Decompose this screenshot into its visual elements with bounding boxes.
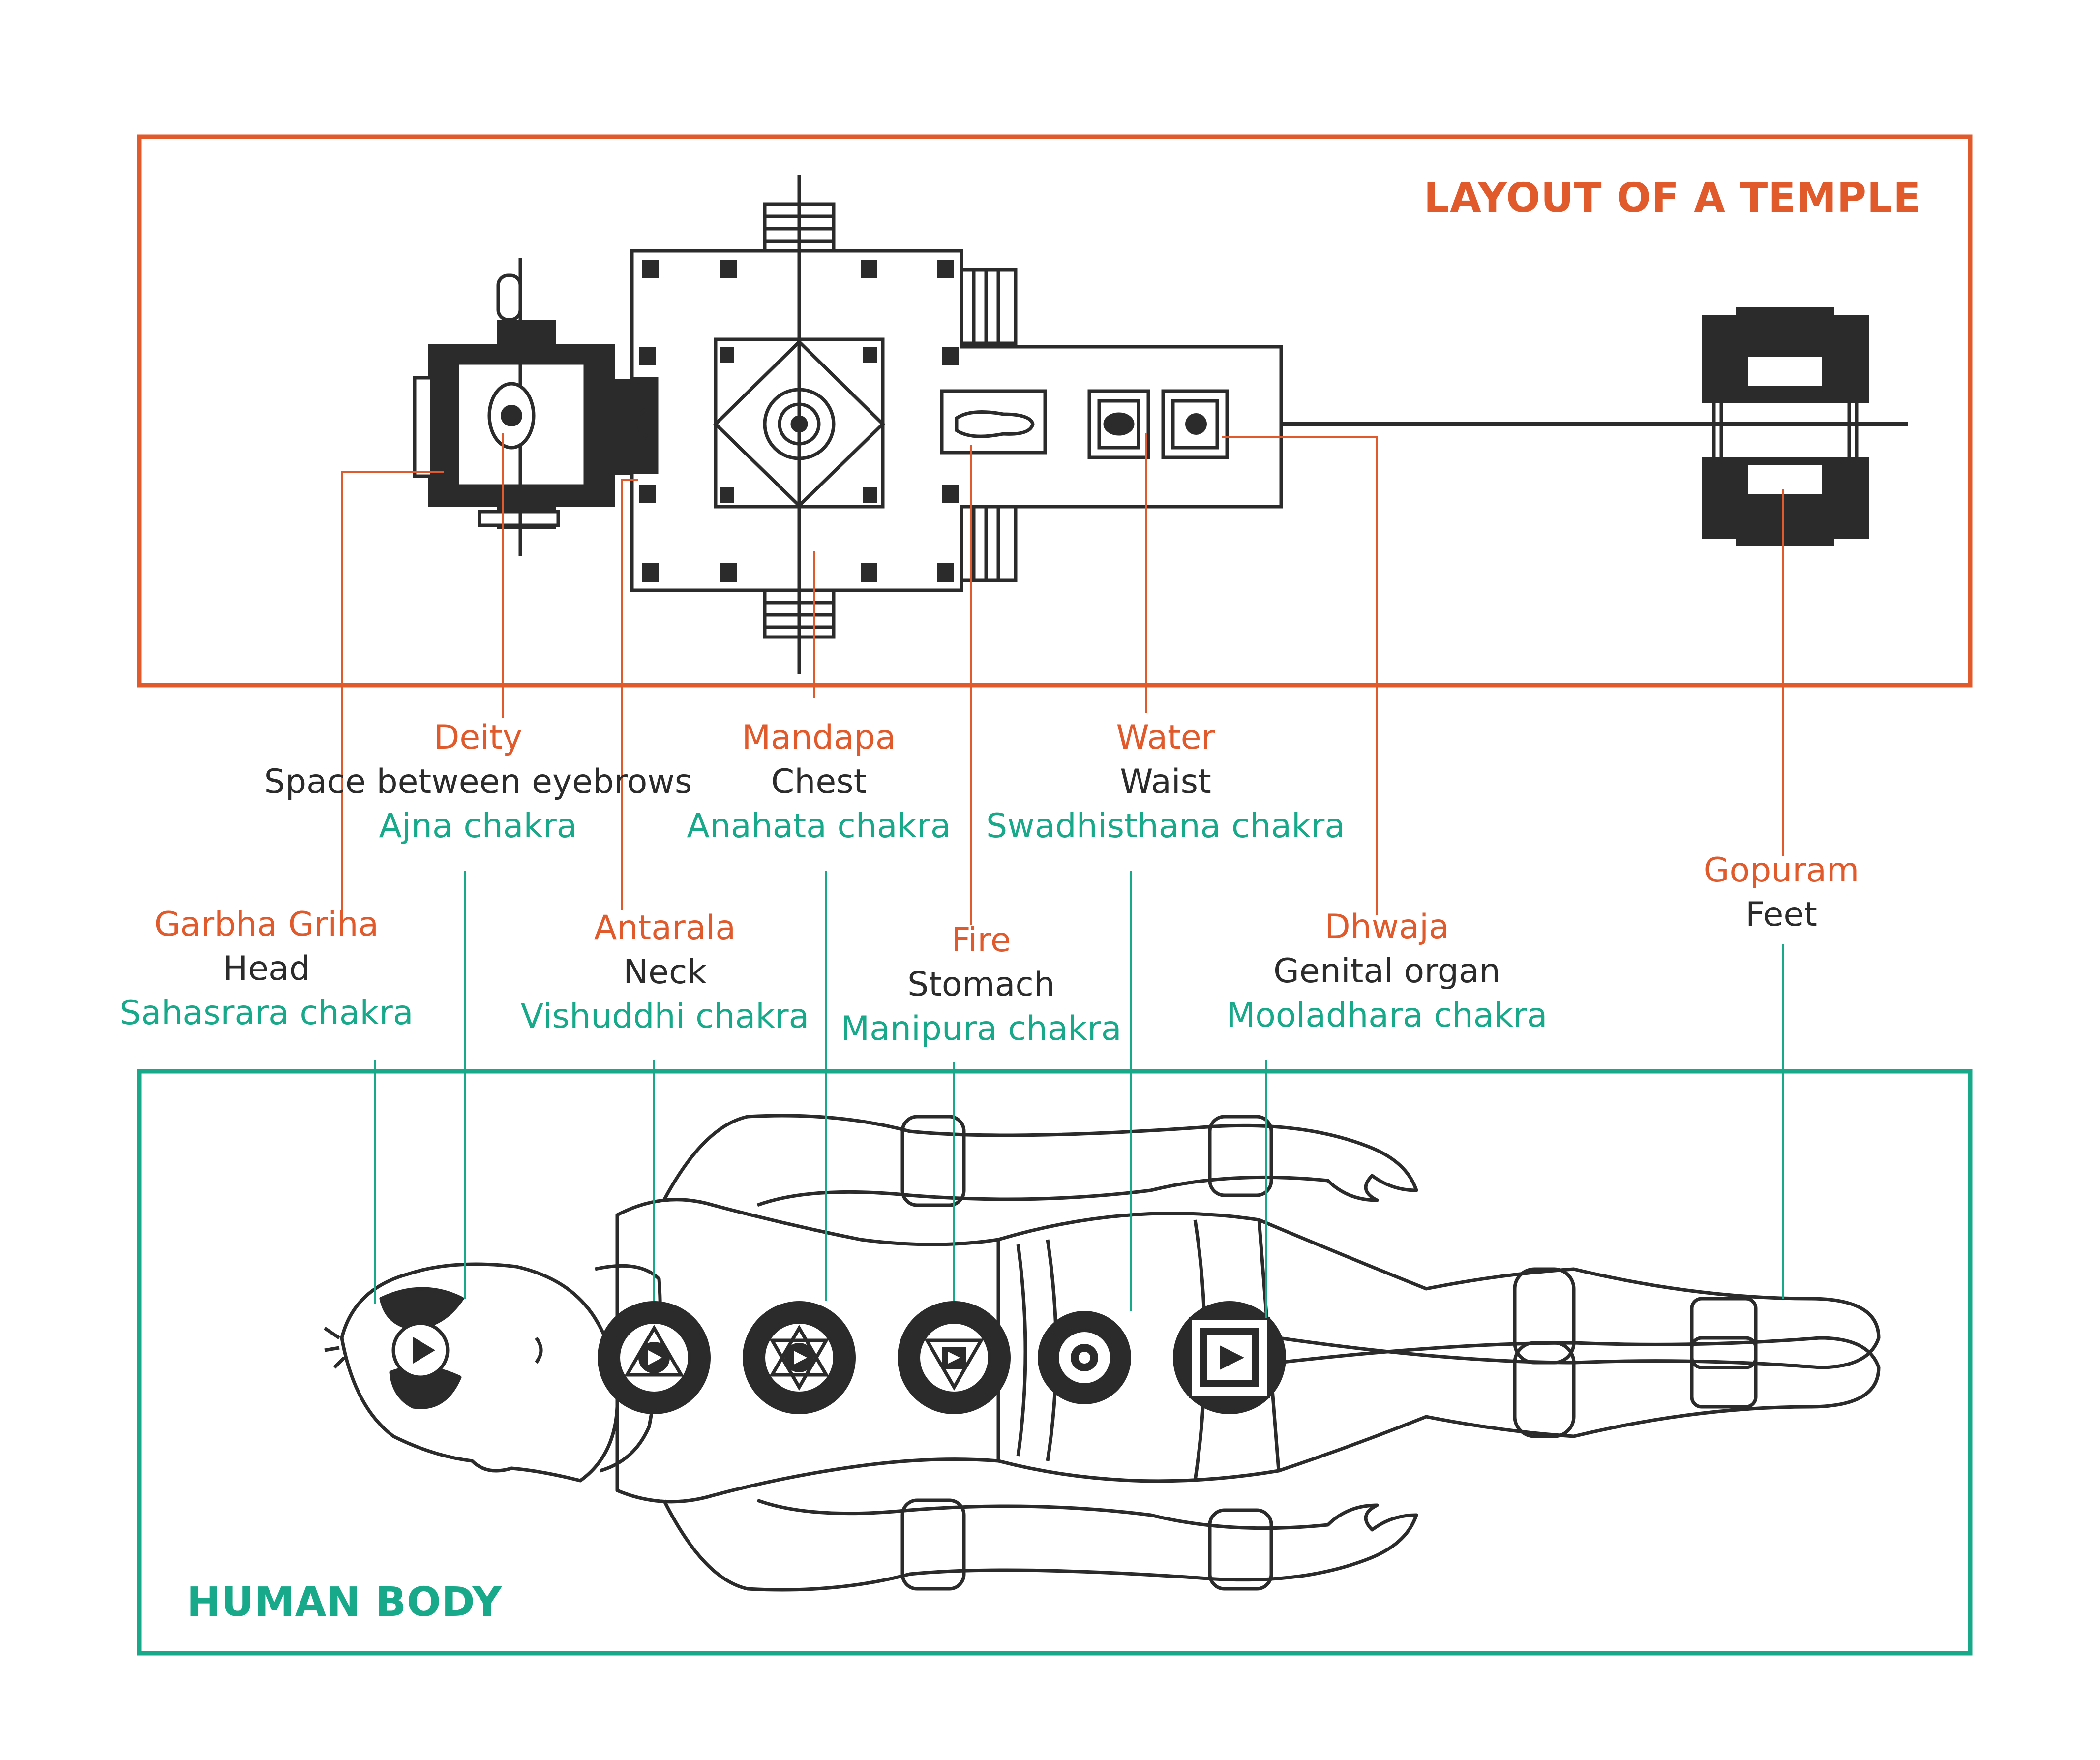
chakra-label: Ajna chakra [379,807,577,846]
body-part-label: Stomach [907,965,1055,1004]
body-part-label: Genital organ [1273,952,1500,991]
gopuram-drawing [1702,307,1869,546]
chakra-vishuddhi [598,1301,711,1414]
chakra-label: Manipura chakra [840,1009,1122,1048]
garbha-griha-drawing [413,258,657,556]
chakra-swadhisthana [1038,1311,1131,1404]
temple-part-label: Dhwaja [1324,908,1449,946]
chakra-label: Anahata chakra [687,807,951,846]
temple-part-label: Gopuram [1703,851,1860,890]
chakra-manipura [898,1301,1011,1414]
temple-part-label: Water [1116,718,1215,757]
body-panel-title: HUMAN BODY [187,1579,503,1626]
water-drawing [1087,389,1150,459]
body-part-label: Neck [623,953,707,992]
chakra-label: Mooladhara chakra [1226,996,1548,1035]
body-panel-frame [137,1069,1973,1656]
body-part-label: Waist [1120,762,1211,801]
temple-part-label: Deity [434,718,522,757]
temple-connectors [341,433,1784,925]
body-part-label: Head [223,949,310,988]
body-connectors [374,871,1784,1318]
temple-part-label: Mandapa [742,718,896,757]
fire-altar-drawing [940,389,1047,455]
body-part-label: Feet [1745,895,1817,934]
human-body-figure [324,1114,1881,1592]
temple-part-label: Fire [951,921,1011,960]
temple-plan [413,175,1908,674]
chakra-label: Vishuddhi chakra [520,997,810,1036]
body-part-label: Chest [771,762,867,801]
head-drawing [324,1262,619,1483]
chakra-mooladhara [1173,1301,1286,1414]
temple-panel-frame [137,134,1973,688]
temple-part-label: Garbha Griha [154,905,379,944]
temple-panel-title: LAYOUT OF A TEMPLE [1424,175,1921,221]
chakra-anahata [743,1301,856,1414]
body-part-label: Space between eyebrows [264,762,692,801]
temple-part-label: Antarala [594,909,736,947]
chakra-label: Swadhisthana chakra [986,807,1346,846]
chakra-label: Sahasrara chakra [120,994,414,1032]
dhwaja-drawing [1161,389,1229,459]
